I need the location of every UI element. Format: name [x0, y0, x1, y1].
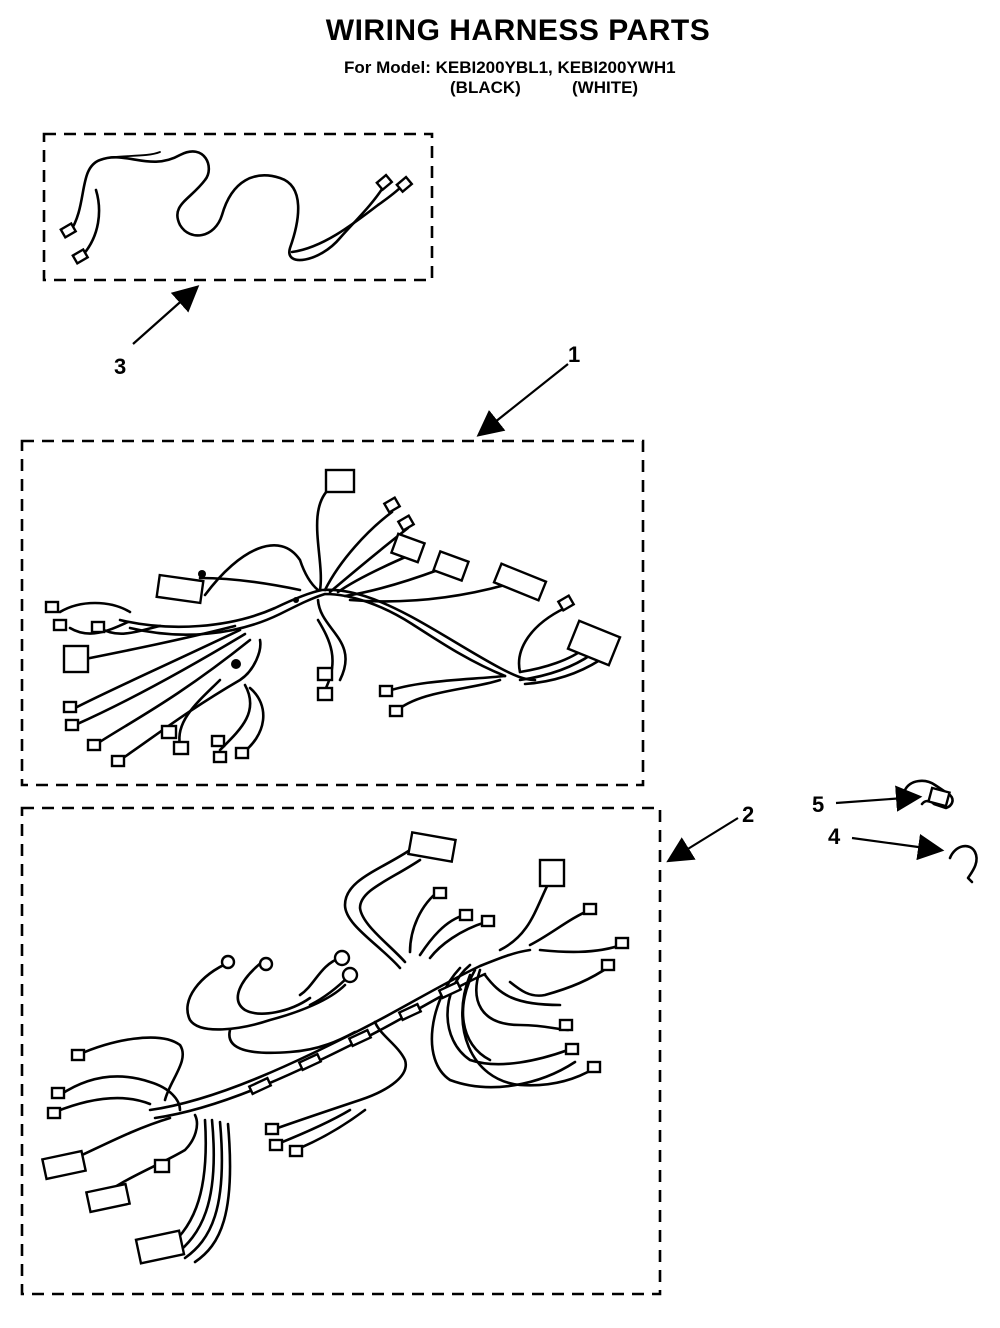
part-3-harness — [42, 132, 434, 282]
part-1-connector — [62, 644, 90, 674]
part-2-connector — [538, 858, 566, 888]
part-4-wire-tie — [948, 844, 978, 884]
callout-2: 2 — [742, 802, 755, 827]
callout-4: 4 — [828, 824, 841, 849]
leader-1 — [476, 363, 569, 437]
part-2-connector — [407, 830, 457, 864]
part-1-connector — [431, 549, 471, 583]
part-1-dashed-box — [20, 439, 645, 787]
leader-2 — [666, 817, 739, 863]
part-1-connector — [566, 619, 622, 667]
callout-5: 5 — [812, 792, 825, 817]
part-2-harness — [20, 806, 662, 1296]
leader-5 — [835, 785, 923, 812]
part-1-connector — [389, 532, 427, 564]
leader-3 — [132, 285, 200, 345]
model-line: For Model: KEBI200YBL1, KEBI200YWH1 — [344, 58, 676, 77]
part-1-connector — [155, 573, 205, 605]
variant-white-label: (WHITE) — [572, 78, 639, 97]
variant-black-label: (BLACK) — [450, 78, 521, 97]
part-2-connector — [84, 1182, 132, 1214]
part-2-connector — [40, 1149, 88, 1181]
part-5-clip — [903, 779, 954, 810]
leader-4 — [851, 833, 945, 861]
part-1-connector — [324, 468, 356, 494]
part-1-connector — [492, 562, 548, 602]
diagram-title: WIRING HARNESS PARTS — [325, 14, 711, 47]
part-3-dashed-box — [42, 132, 434, 282]
part-2-connector — [134, 1229, 186, 1265]
callout-1: 1 — [568, 342, 581, 367]
part-1-harness — [20, 439, 645, 787]
part-2-dashed-box — [20, 806, 662, 1296]
callout-3: 3 — [114, 354, 127, 379]
